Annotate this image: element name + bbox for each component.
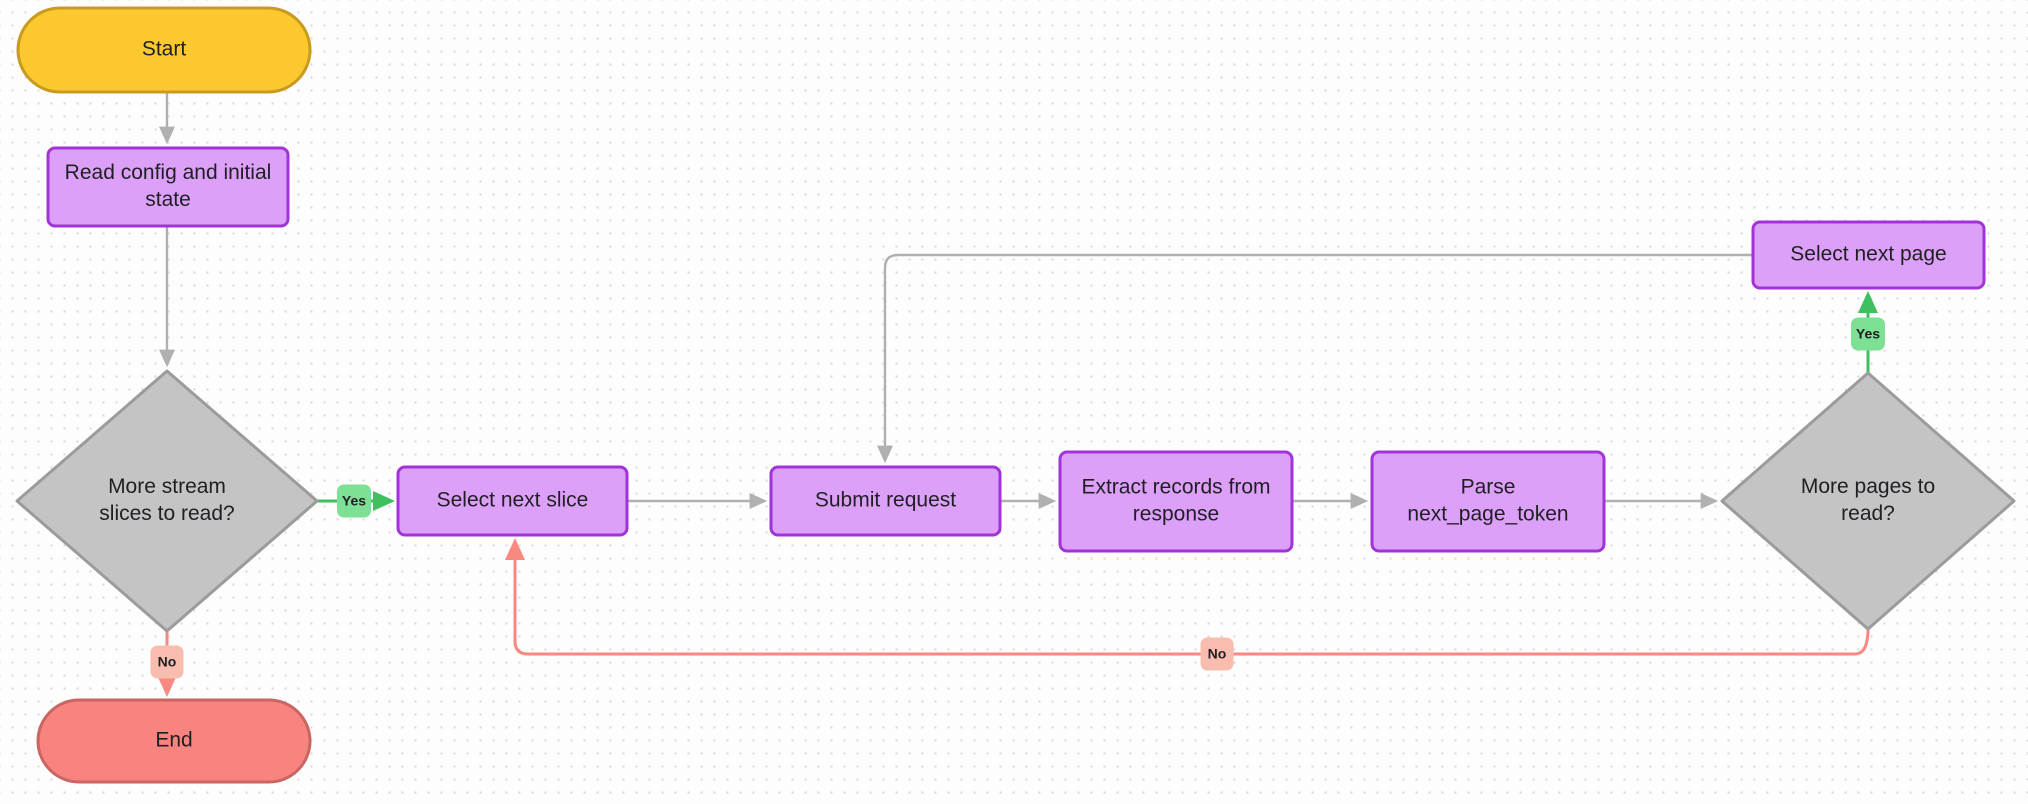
badge-pages-yes[interactable]: Yes — [1851, 317, 1885, 351]
terminal-shape — [16, 6, 312, 94]
edge-page-to-submit[interactable] — [877, 253, 1753, 464]
process-shape — [1058, 450, 1294, 553]
process-shape — [46, 146, 290, 228]
badge-slices-yes[interactable]: Yes — [337, 484, 371, 518]
node-start[interactable]: Start — [16, 6, 312, 94]
node-submit_request[interactable]: Submit request — [769, 465, 1002, 537]
process-shape — [769, 465, 1002, 537]
terminal-shape — [36, 698, 312, 784]
edge-line — [877, 253, 1753, 464]
process-shape — [1751, 220, 1986, 290]
node-end[interactable]: End — [36, 698, 312, 784]
edge-pages-no[interactable] — [505, 538, 1870, 656]
edge-label-chip — [150, 645, 184, 679]
edge-label-chip — [1851, 317, 1885, 351]
badge-slices-no[interactable]: No — [150, 645, 184, 679]
node-select_page[interactable]: Select next page — [1751, 220, 1986, 290]
decision-shape — [1720, 371, 2016, 631]
decision-shape — [15, 369, 319, 633]
process-shape — [1370, 450, 1606, 553]
edge-layer — [157, 92, 1878, 697]
badge-pages-no[interactable]: No — [1200, 637, 1234, 671]
node-select_slice[interactable]: Select next slice — [396, 465, 629, 537]
edge-label-chip — [1200, 637, 1234, 671]
edge-line — [505, 538, 1870, 656]
process-shape — [396, 465, 629, 537]
edge-label-chip — [337, 484, 371, 518]
